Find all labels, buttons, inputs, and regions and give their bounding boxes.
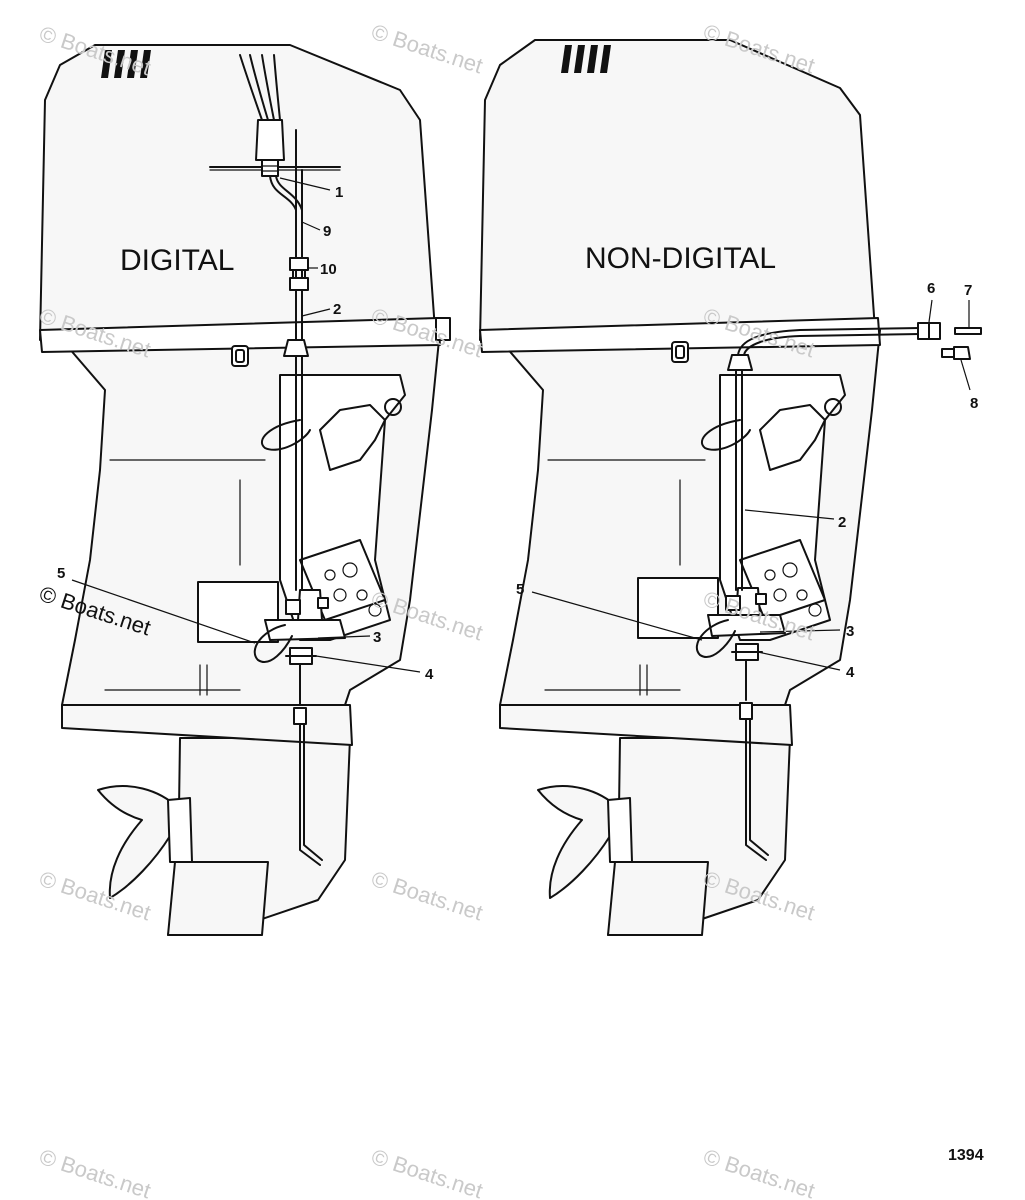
callout-10: 10 — [320, 261, 337, 278]
left-skeg — [167, 861, 269, 936]
svg-text:© Boats.net: © Boats.net — [368, 1144, 485, 1200]
callout-2: 2 — [333, 301, 341, 318]
left-callouts: 1 9 10 2 5 3 4 — [57, 184, 434, 683]
callout-3-right: 3 — [846, 623, 854, 640]
svg-text:© Boats.net: © Boats.net — [368, 866, 485, 925]
diagram-number: 1394 — [948, 1147, 984, 1164]
right-prop-hub — [607, 797, 633, 863]
right-cowling — [479, 39, 876, 341]
right-callouts: 6 7 8 2 5 3 4 — [516, 280, 978, 681]
left-prop-hub — [167, 797, 193, 863]
svg-text:© Boats.net: © Boats.net — [36, 1144, 153, 1200]
right-skeg — [607, 861, 709, 936]
left-propeller — [97, 785, 179, 899]
callout-7: 7 — [964, 282, 972, 299]
left-cowl-band — [39, 317, 441, 353]
digital-outboard-engine — [39, 44, 451, 936]
callout-5: 5 — [57, 565, 65, 582]
right-propeller — [537, 785, 619, 899]
non-digital-outboard-engine — [479, 39, 982, 936]
digital-label: DIGITAL — [120, 244, 234, 277]
callout-3: 3 — [373, 629, 381, 646]
callout-4-right: 4 — [846, 664, 855, 681]
left-cowling — [39, 44, 436, 341]
callout-1: 1 — [335, 184, 343, 201]
svg-text:© Boats.net: © Boats.net — [700, 1144, 817, 1200]
non-digital-label: NON-DIGITAL — [585, 242, 776, 275]
callout-9: 9 — [323, 223, 331, 240]
callout-6: 6 — [927, 280, 935, 297]
callout-4: 4 — [425, 666, 434, 683]
callout-2-right: 2 — [838, 514, 846, 531]
leader-lines — [71, 177, 971, 673]
callout-8: 8 — [970, 395, 978, 412]
callout-5-right: 5 — [516, 581, 524, 598]
right-cowl-band — [479, 317, 881, 353]
svg-text:© Boats.net: © Boats.net — [368, 19, 485, 78]
